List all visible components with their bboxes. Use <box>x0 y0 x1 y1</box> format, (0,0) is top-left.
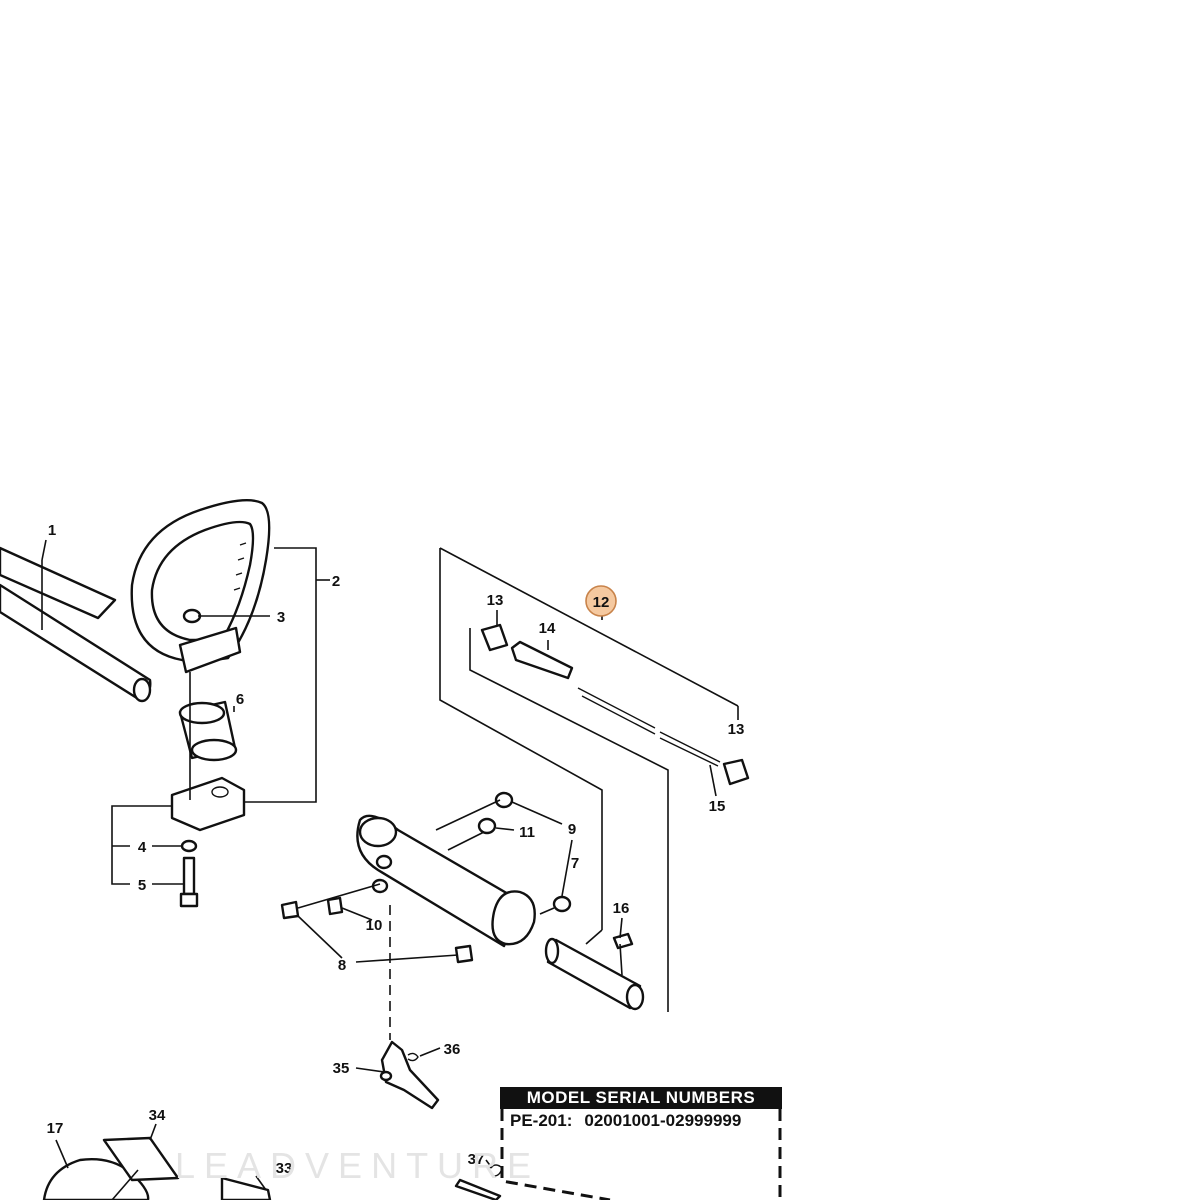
serial-table-border <box>500 1109 782 1200</box>
callout-2[interactable]: 2 <box>332 573 340 590</box>
callout-7[interactable]: 7 <box>571 855 579 872</box>
callout-labels: 1 2 3 4 5 6 7 8 9 10 11 12 13 13 14 15 1… <box>47 522 745 1177</box>
part-2-lower-clamp <box>170 776 246 832</box>
callout-36[interactable]: 36 <box>444 1041 461 1058</box>
leaders-middle <box>297 799 623 1040</box>
part-10-bolt <box>326 896 344 916</box>
part-1-shaft <box>0 546 152 703</box>
serial-table-header: MODEL SERIAL NUMBERS <box>500 1087 782 1109</box>
callout-17[interactable]: 17 <box>47 1120 64 1137</box>
callout-12[interactable]: 12 <box>593 594 610 611</box>
part-9-nut-upper <box>494 791 514 809</box>
callout-37[interactable]: 37 <box>468 1151 485 1168</box>
part-14-liner <box>510 640 574 680</box>
serial-range: 02001001-02999999 <box>584 1111 742 1130</box>
watermark-text: LEADVENTURE <box>175 1145 541 1186</box>
part-34-decal <box>102 1123 180 1200</box>
callout-16[interactable]: 16 <box>613 900 630 917</box>
part-8-bolt-right <box>454 944 474 964</box>
callout-11[interactable]: 11 <box>519 824 535 841</box>
part-17-guard <box>42 1139 150 1200</box>
callout-33[interactable]: 33 <box>276 1160 293 1177</box>
callout-3[interactable]: 3 <box>277 609 285 626</box>
part-4-washer <box>180 839 198 853</box>
part-16-tube <box>544 932 645 1011</box>
callout-14[interactable]: 14 <box>539 620 556 637</box>
part-9-nut-lower <box>552 895 572 913</box>
callout-8[interactable]: 8 <box>338 957 346 974</box>
callout-1[interactable]: 1 <box>48 522 56 539</box>
model-serial-numbers-box: MODEL SERIAL NUMBERS PE-201: 02001001-029… <box>500 1087 782 1200</box>
callout-34[interactable]: 34 <box>149 1107 166 1124</box>
callout-35[interactable]: 35 <box>333 1060 350 1077</box>
callout-13-lower[interactable]: 13 <box>728 721 745 738</box>
part-33-plate <box>220 1175 272 1200</box>
serial-row: PE-201: 02001001-02999999 <box>510 1111 753 1131</box>
callout-5[interactable]: 5 <box>138 877 146 894</box>
callout-6[interactable]: 6 <box>236 691 244 708</box>
part-7-grip-handle <box>356 814 536 948</box>
callout-4[interactable]: 4 <box>138 839 147 856</box>
part-36-spring <box>407 1052 419 1062</box>
leaders-left <box>41 539 330 885</box>
callout-12-highlighted[interactable]: 12 <box>585 585 617 617</box>
callout-10[interactable]: 10 <box>366 917 383 934</box>
callout-13-upper[interactable]: 13 <box>487 592 504 609</box>
part-12-kit-frame <box>439 547 739 1012</box>
part-5-bolt <box>179 856 199 908</box>
part-6-sleeve <box>178 700 238 762</box>
part-2-loop-handle <box>130 499 271 674</box>
callout-15[interactable]: 15 <box>709 798 726 815</box>
callout-9[interactable]: 9 <box>568 821 576 838</box>
part-12-drive-shaft <box>577 687 721 767</box>
part-35-throttle-lever <box>379 1040 440 1110</box>
part-13-coupling-upper <box>480 623 509 652</box>
part-13-coupling-lower <box>709 758 750 797</box>
part-11-nut <box>477 817 497 835</box>
serial-model: PE-201: <box>510 1111 573 1130</box>
callout-12-highlight-circle <box>585 585 617 617</box>
